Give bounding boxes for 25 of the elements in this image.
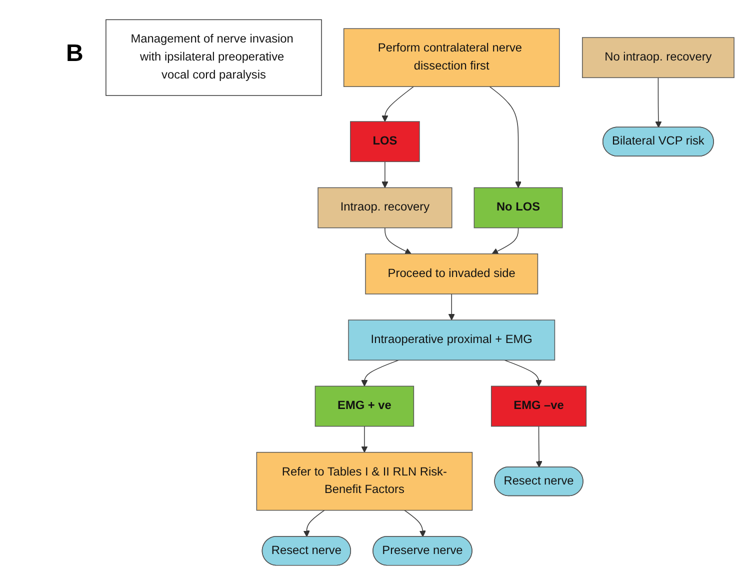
arrow: [504, 360, 542, 386]
arrow: [384, 227, 412, 254]
arrow: [303, 510, 325, 537]
arrow: [382, 161, 388, 188]
node-box: Proceed to invaded side: [365, 253, 538, 294]
arrow: [536, 426, 542, 468]
arrow: [489, 86, 522, 188]
node-box: EMG –ve: [490, 386, 587, 427]
panel-letter: B: [66, 40, 84, 68]
arrow: [382, 86, 414, 122]
node-box: Perform contralateral nerve dissection first: [343, 28, 560, 87]
node-box: EMG + ve: [314, 386, 414, 427]
node-box: No LOS: [474, 187, 563, 228]
arrow: [404, 510, 426, 537]
arrow: [361, 426, 368, 453]
arrow: [448, 294, 455, 320]
node-box: Refer to Tables I & II RLN Risk-Benefit Factors: [256, 452, 473, 511]
node-box: Intraoperative proximal + EMG: [348, 320, 556, 361]
node-box: Management of nerve invasion with ipsilateral preoperative vocal cord paralysis: [106, 19, 322, 96]
arrow: [361, 360, 400, 386]
node-box: Intraop. recovery: [318, 187, 452, 228]
node-box: LOS: [350, 121, 420, 162]
arrow: [492, 227, 519, 254]
node-box: No intraop. recovery: [582, 37, 734, 78]
arrow: [655, 77, 662, 128]
